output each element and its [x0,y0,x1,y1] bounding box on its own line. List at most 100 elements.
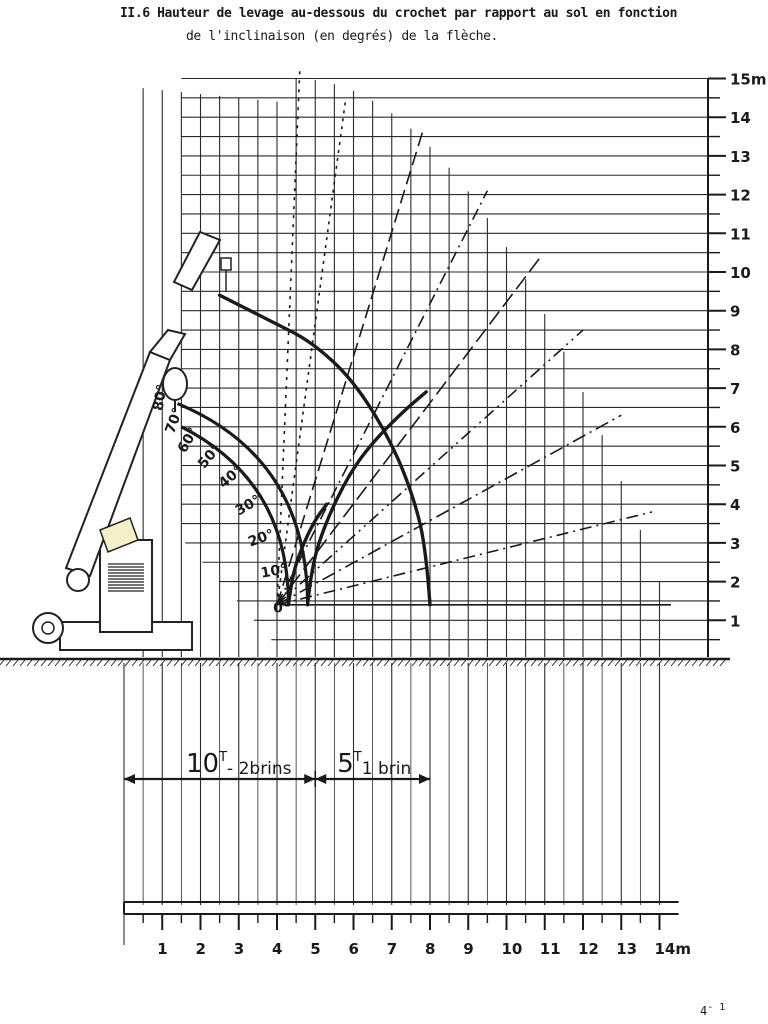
ground-hatch [607,659,614,667]
ground-hatch [579,659,586,667]
ground-hatch [61,659,68,667]
boom-ray-50deg [276,190,489,606]
hook-height-curve-2 [305,390,428,607]
ground-hatch [306,659,313,667]
ground-hatch [292,659,299,667]
ground-hatch [96,659,103,667]
x-tick-label-9: 9 [463,940,473,958]
ground-hatch [705,659,712,667]
capacity-zone-1-label: 10T- 2brins [186,749,292,779]
ground-hatch [362,659,369,667]
crane-wheel-hub [41,621,55,635]
ground-hatch [208,659,215,667]
y-tick-label-1: 1 [730,612,740,630]
boom-ray-10deg [276,511,653,606]
ground-hatch [523,659,530,667]
capacity-zone-2-label: 5T1 brin [337,749,411,779]
ground-hatch [320,659,327,667]
angle-label-20deg: 20° [246,526,276,550]
ground-hatch [614,659,621,667]
ground-hatch [369,659,376,667]
ground-hatch [264,659,271,667]
ground-hatch [481,659,488,667]
ground-hatch [467,659,474,667]
ground-hatch [110,659,117,667]
angle-label-10deg: 10° [260,561,289,581]
ground-hatch [229,659,236,667]
ground-hatch [558,659,565,667]
ground-hatch [194,659,201,667]
crane-boom-raised [172,230,222,292]
ground-hatch [131,659,138,667]
ground-hatch [117,659,124,667]
ground-hatch [75,659,82,667]
ground-hatch [327,659,334,667]
x-tick-label-2: 2 [196,940,206,958]
ground-hatch [0,659,5,666]
x-tick-label-12: 12 [578,940,599,958]
y-tick-label-11: 11 [730,225,751,243]
ground-hatch [236,659,243,667]
ground-hatch [173,659,180,667]
boom-ray-20deg [276,414,622,606]
ground-hatch [537,659,544,667]
ground-hatch [334,659,341,667]
ground-hatch [68,659,75,667]
boom-rays [276,66,653,606]
ground-hatch [474,659,481,667]
crane-illustration [32,230,232,651]
ground-hatch [152,659,159,667]
ground-hatch [250,659,257,667]
boom-ray-40deg [276,256,542,606]
capacity-zone-2-arrow-left [315,774,327,784]
grid [123,77,717,945]
ground-hatch [565,659,572,667]
x-tick-label-5: 5 [310,940,320,958]
ground-hatch [103,659,110,667]
series-lines [176,293,671,607]
y-tick-label-13: 13 [730,148,751,166]
y-tick-label-2: 2 [730,574,740,592]
page-title: II.6 Hauteur de levage au-dessous du cro… [0,0,768,60]
ground-hatch [82,659,89,667]
hook-height-curve-inner [180,425,291,605]
page-number-major: 4 [700,1004,708,1018]
ground-hatch [544,659,551,667]
ground-hatch [138,659,145,667]
x-tick-label-4: 4 [272,940,282,958]
ground-hatch [159,659,166,667]
ground-hatch [355,659,362,667]
y-tick-label-10: 10 [730,264,751,282]
ground-hatch [551,659,558,667]
page-number-minor: - 1 [707,1002,726,1013]
ground-hatch [418,659,425,667]
ground-hatch [439,659,446,667]
ground-hatch [383,659,390,667]
angle-label-0deg: 0° [273,601,290,617]
ground-hatch [376,659,383,667]
ground-hatch [341,659,348,667]
ground-hatch [243,659,250,667]
ground-hatch [26,659,33,667]
ground-hatch [257,659,264,667]
ground-hatch [698,659,705,667]
ground-hatch [166,659,173,667]
title-line-1: II.6 Hauteur de levage au-dessous du cro… [120,6,677,21]
y-tick-label-3: 3 [730,535,740,553]
crane-cab [99,517,139,553]
x-tick-label-8: 8 [425,940,435,958]
ground-hatch [215,659,222,667]
ground-hatch [635,659,642,667]
capacity-zone-2-arrow-right [419,774,430,784]
y-tick-label-7: 7 [730,380,740,398]
page-number: 4- 1 [700,1002,726,1018]
capacity-zones: 10T- 2brins 5T1 brin [124,749,430,787]
ground-hatch [621,659,628,667]
ground-hatch [348,659,355,667]
x-tick-label-1: 1 [157,940,167,958]
x-tick-label-3: 3 [234,940,244,958]
y-tick-label-5: 5 [730,458,740,476]
